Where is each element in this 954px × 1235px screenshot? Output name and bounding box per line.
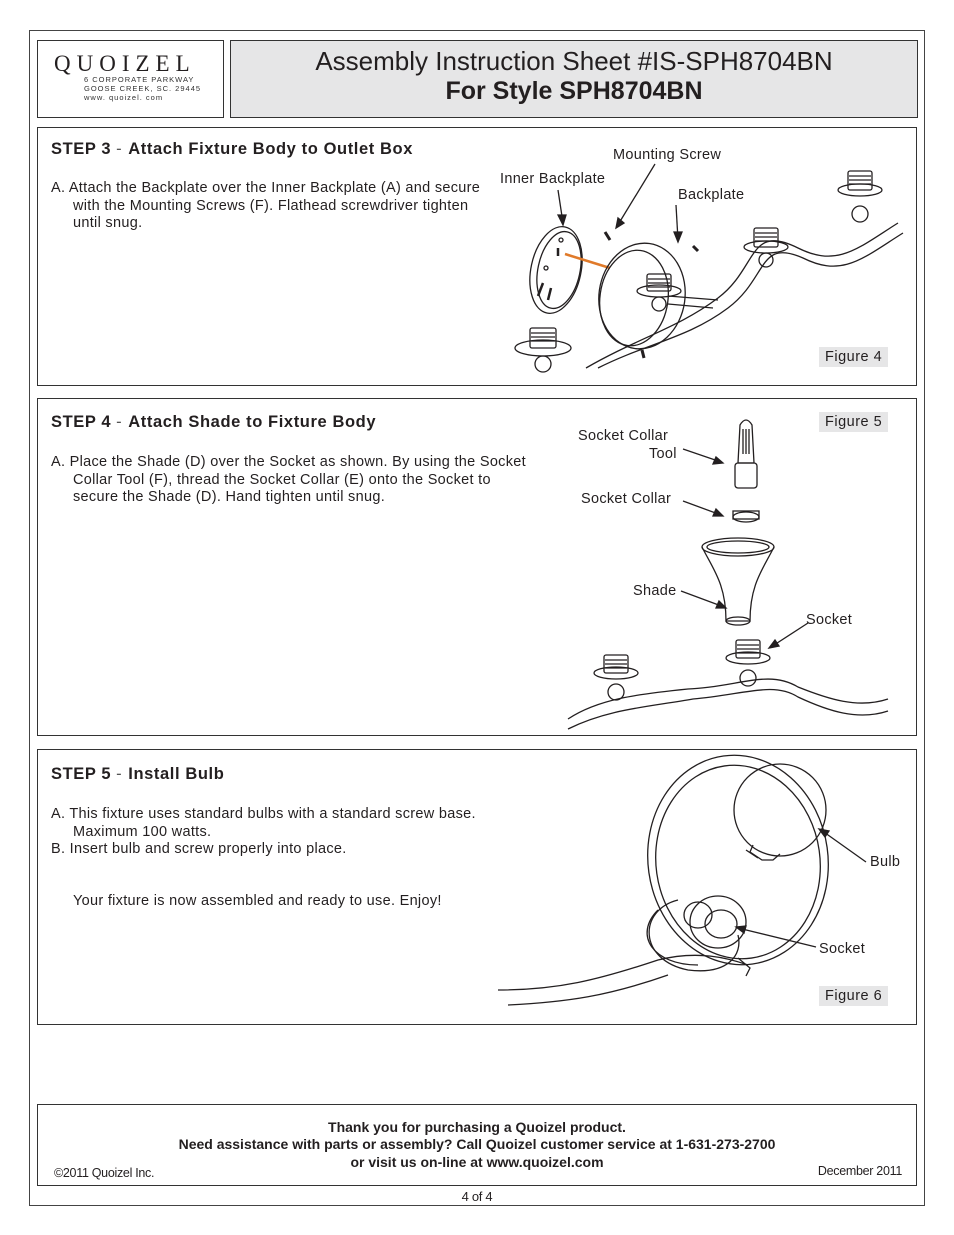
page-number: 4 of 4: [461, 1189, 493, 1204]
step-3-dash: -: [116, 140, 123, 158]
callout-backplate: Backplate: [678, 187, 745, 203]
callout-inner-backplate: Inner Backplate: [500, 171, 606, 187]
footer-date: December 2011: [817, 1164, 902, 1178]
figure-6-label: Figure 6: [819, 986, 889, 1006]
step-3-panel: STEP 3-Attach Fixture Body to Outlet Box…: [37, 127, 917, 386]
callout-socket-step-5: Socket: [819, 941, 866, 957]
footer-assistance: Need assistance with parts or assembly? …: [178, 1136, 776, 1152]
step-3-heading: STEP 3-Attach Fixture Body to Outlet Box: [51, 140, 413, 159]
footer-website: or visit us on-line at www.quoizel.com: [350, 1154, 604, 1170]
step-3-title: Attach Fixture Body to Outlet Box: [128, 140, 414, 158]
logo-address-line-2: GOOSE CREEK, SC. 29445: [84, 84, 202, 93]
footer-thank-you: Thank you for purchasing a Quoizel produ…: [328, 1119, 626, 1135]
step-3-text: A. Attach the Backplate over the Inner B…: [51, 180, 481, 231]
step-5-heading: STEP 5-Install Bulb: [51, 765, 224, 784]
step-5-dash: -: [116, 765, 123, 783]
figure-4-label: Figure 4: [819, 347, 889, 367]
logo-website: www. quoizel. com: [84, 93, 164, 102]
step-5-instructions: A. This fixture uses standard bulbs with…: [51, 806, 511, 859]
title-banner: Assembly Instruction Sheet #IS-SPH8704BN…: [230, 40, 918, 118]
sheet-title: Assembly Instruction Sheet #IS-SPH8704BN: [315, 46, 833, 76]
callout-socket-collar: Socket Collar: [581, 491, 672, 507]
step-4-heading: STEP 4-Attach Shade to Fixture Body: [51, 413, 376, 432]
step-3-instructions: A. Attach the Backplate over the Inner B…: [51, 180, 491, 233]
figure-5-label: Figure 5: [819, 412, 889, 432]
step-5-text-b: B. Insert bulb and screw properly into p…: [51, 841, 347, 857]
figure-5-illustration: [567, 419, 889, 730]
figure-6-illustration: [497, 754, 867, 1006]
logo-address-line-1: 6 CORPORATE PARKWAY: [84, 75, 195, 84]
style-title: For Style SPH8704BN: [445, 77, 703, 105]
step-5-closing: Your fixture is now assembled and ready …: [73, 893, 442, 909]
quoizel-logo: QUOIZEL 6 CORPORATE PARKWAY GOOSE CREEK,…: [37, 40, 224, 118]
callout-socket-collar-tool-line-2: Tool: [649, 446, 677, 462]
step-4-title: Attach Shade to Fixture Body: [128, 413, 377, 431]
figure-4-illustration: [514, 163, 904, 373]
step-4-dash: -: [116, 413, 123, 431]
callout-mounting-screw: Mounting Screw: [613, 147, 722, 163]
callout-bulb: Bulb: [870, 854, 901, 870]
step-4-number: STEP 4: [51, 413, 112, 431]
callout-shade: Shade: [633, 583, 677, 599]
customer-service-footer: Thank you for purchasing a Quoizel produ…: [37, 1104, 917, 1186]
page-frame: [29, 30, 925, 1206]
step-5-title: Install Bulb: [128, 765, 225, 783]
step-4-text: A. Place the Shade (D) over the Socket a…: [51, 454, 526, 505]
step-4-instructions: A. Place the Shade (D) over the Socket a…: [51, 454, 531, 507]
footer-copyright: ©2011 Quoizel Inc.: [54, 1166, 155, 1180]
step-5-text-a: A. This fixture uses standard bulbs with…: [51, 806, 476, 840]
callout-socket: Socket: [806, 612, 853, 628]
step-4-panel: STEP 4-Attach Shade to Fixture Body A. P…: [37, 398, 917, 736]
logo-wordmark: QUOIZEL: [54, 51, 196, 76]
step-3-number: STEP 3: [51, 140, 112, 158]
step-5-panel: STEP 5-Install Bulb A. This fixture uses…: [37, 749, 917, 1025]
step-5-number: STEP 5: [51, 765, 112, 783]
callout-socket-collar-tool-line-1: Socket Collar: [578, 428, 669, 444]
